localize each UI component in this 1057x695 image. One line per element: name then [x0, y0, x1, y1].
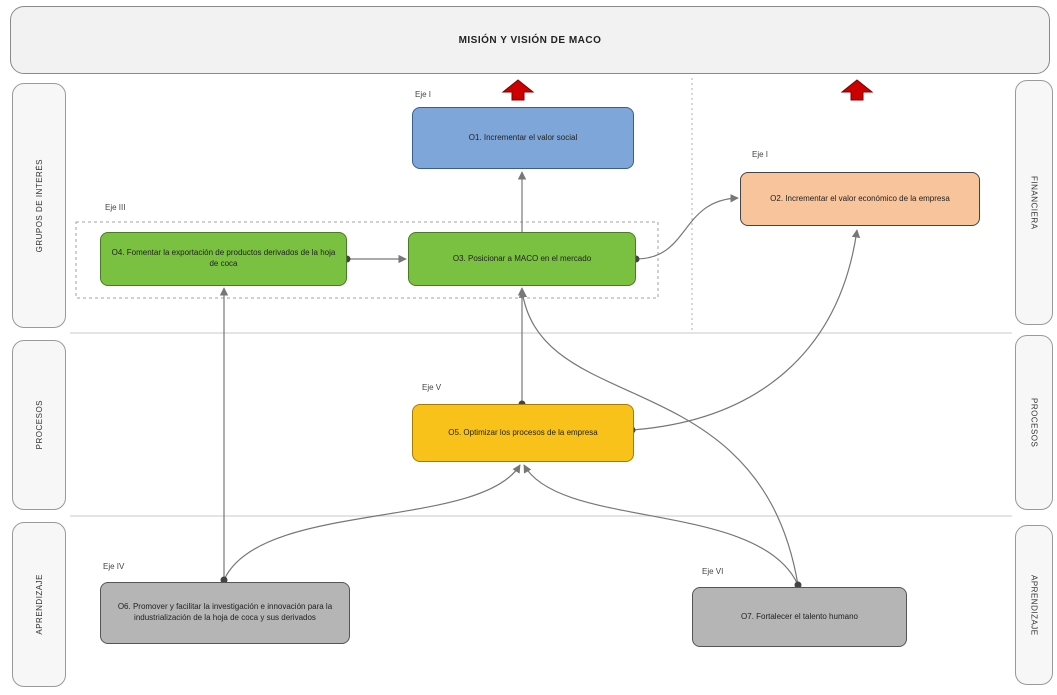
connector-o6-o5 — [223, 464, 521, 581]
axis-label: Eje III — [105, 203, 126, 212]
perspective-label: APRENDIZAJE — [1029, 574, 1039, 636]
up-arrow-icon — [840, 79, 874, 101]
group-box — [75, 221, 659, 299]
connector-o3-o2 — [635, 194, 739, 260]
up-arrow-icon — [501, 79, 535, 101]
axis-label: Eje I — [415, 90, 432, 99]
axis-label: Eje IV — [103, 562, 125, 571]
mission-vision-banner: MISIÓN Y VISIÓN DE MACO — [10, 6, 1050, 74]
axis-label: Eje I — [752, 150, 769, 159]
perspective-financial-right: FINANCIERA — [1015, 80, 1053, 325]
axis-label: Eje VI — [702, 567, 724, 576]
objective-o5[interactable]: O5. Optimizar los procesos de la empresa — [412, 404, 634, 462]
connector-o7-o5 — [523, 464, 799, 586]
perspective-processes-right: PROCESOS — [1015, 335, 1053, 510]
objective-o3[interactable]: O3. Posicionar a MACO en el mercado — [408, 232, 636, 286]
objective-o1[interactable]: O1. Incrementar el valor social — [412, 107, 634, 169]
perspective-label: FINANCIERA — [1029, 175, 1039, 230]
axis-label: Eje V — [422, 383, 442, 392]
objective-o4[interactable]: O4. Fomentar la exportación de productos… — [100, 232, 347, 286]
connector-o5-o2 — [631, 229, 861, 431]
perspective-stakeholders-left: GRUPOS DE INTERÉS — [12, 83, 66, 328]
objective-o7[interactable]: O7. Fortalecer el talento humano — [692, 587, 907, 647]
objective-o6[interactable]: O6. Promover y facilitar la investigació… — [100, 582, 350, 644]
perspective-label: PROCESOS — [1029, 397, 1039, 448]
connector-o7-o3 — [518, 289, 799, 586]
perspective-learning-left: APRENDIZAJE — [12, 522, 66, 687]
objective-o2[interactable]: O2. Incrementar el valor económico de la… — [740, 172, 980, 226]
perspective-learning-right: APRENDIZAJE — [1015, 525, 1053, 685]
perspective-processes-left: PROCESOS — [12, 340, 66, 510]
